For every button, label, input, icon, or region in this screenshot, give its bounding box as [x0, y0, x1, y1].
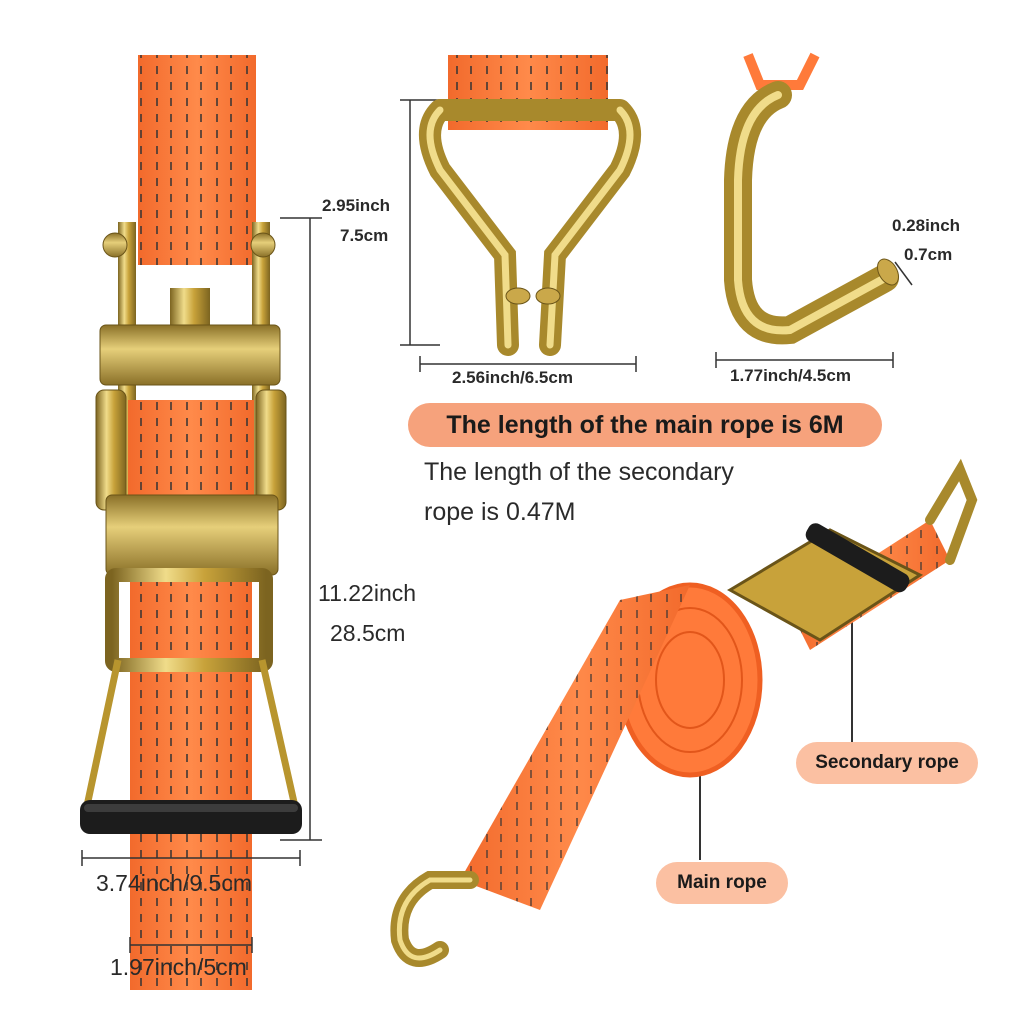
jhook-thickness-inch: 0.28inch — [892, 216, 961, 235]
secondary-rope-length-note: The length of the secondary rope is 0.47… — [424, 452, 734, 532]
secondary-length-line1: The length of the secondary — [424, 458, 734, 486]
main-rope-length-badge: The length of the main rope is 6M — [408, 403, 882, 447]
main-rope-callout: Main rope — [656, 862, 788, 904]
strap-width: 1.97inch/5cm — [110, 954, 247, 980]
ratchet-length-inch: 11.22inch — [318, 580, 417, 606]
secondary-rope-callout: Secondary rope — [796, 742, 978, 784]
vhook-height-cm: 7.5cm — [340, 226, 389, 245]
ratchet-length-cm: 28.5cm — [330, 620, 406, 646]
jhook-width: 1.77inch/4.5cm — [730, 366, 851, 385]
vhook-width: 2.56inch/6.5cm — [452, 368, 573, 387]
jhook-thickness-cm: 0.7cm — [904, 245, 953, 264]
ratchet-width: 3.74inch/9.5cm — [96, 870, 252, 896]
vhook-height-inch: 2.95inch — [322, 196, 391, 215]
secondary-length-line2: rope is 0.47M — [424, 498, 576, 526]
